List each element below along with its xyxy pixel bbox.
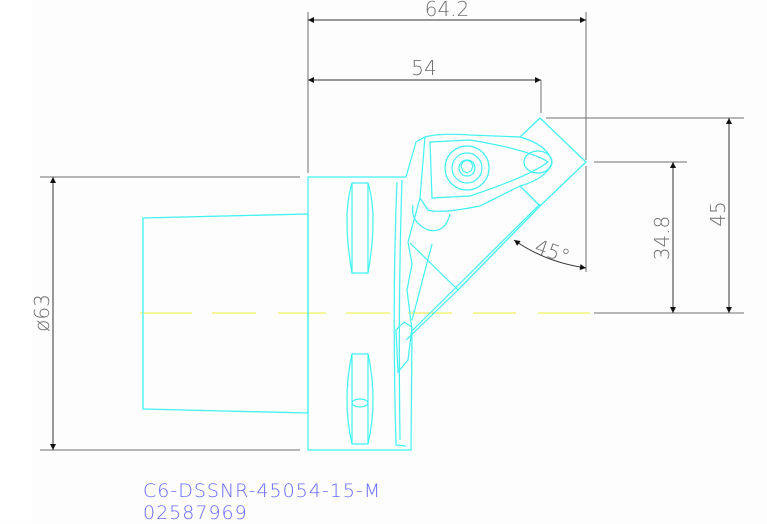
dim-length-to-insert: 54 bbox=[411, 56, 436, 80]
part-number: C6-DSSNR-45054-15-M bbox=[143, 480, 382, 502]
dim-height-to-corner: 34.8 bbox=[650, 216, 674, 261]
dim-diameter: ø63 bbox=[30, 294, 54, 332]
dimension-lines bbox=[40, 12, 744, 451]
dim-height-total: 45 bbox=[706, 201, 730, 226]
dim-overall-length: 64.2 bbox=[425, 0, 470, 21]
dimension-arrows bbox=[50, 17, 732, 450]
insert bbox=[457, 117, 587, 291]
insert-clamp bbox=[411, 133, 553, 232]
order-code: 02587969 bbox=[143, 502, 248, 524]
margin-strip bbox=[0, 0, 32, 523]
dim-approach-angle: 45° bbox=[532, 234, 574, 269]
